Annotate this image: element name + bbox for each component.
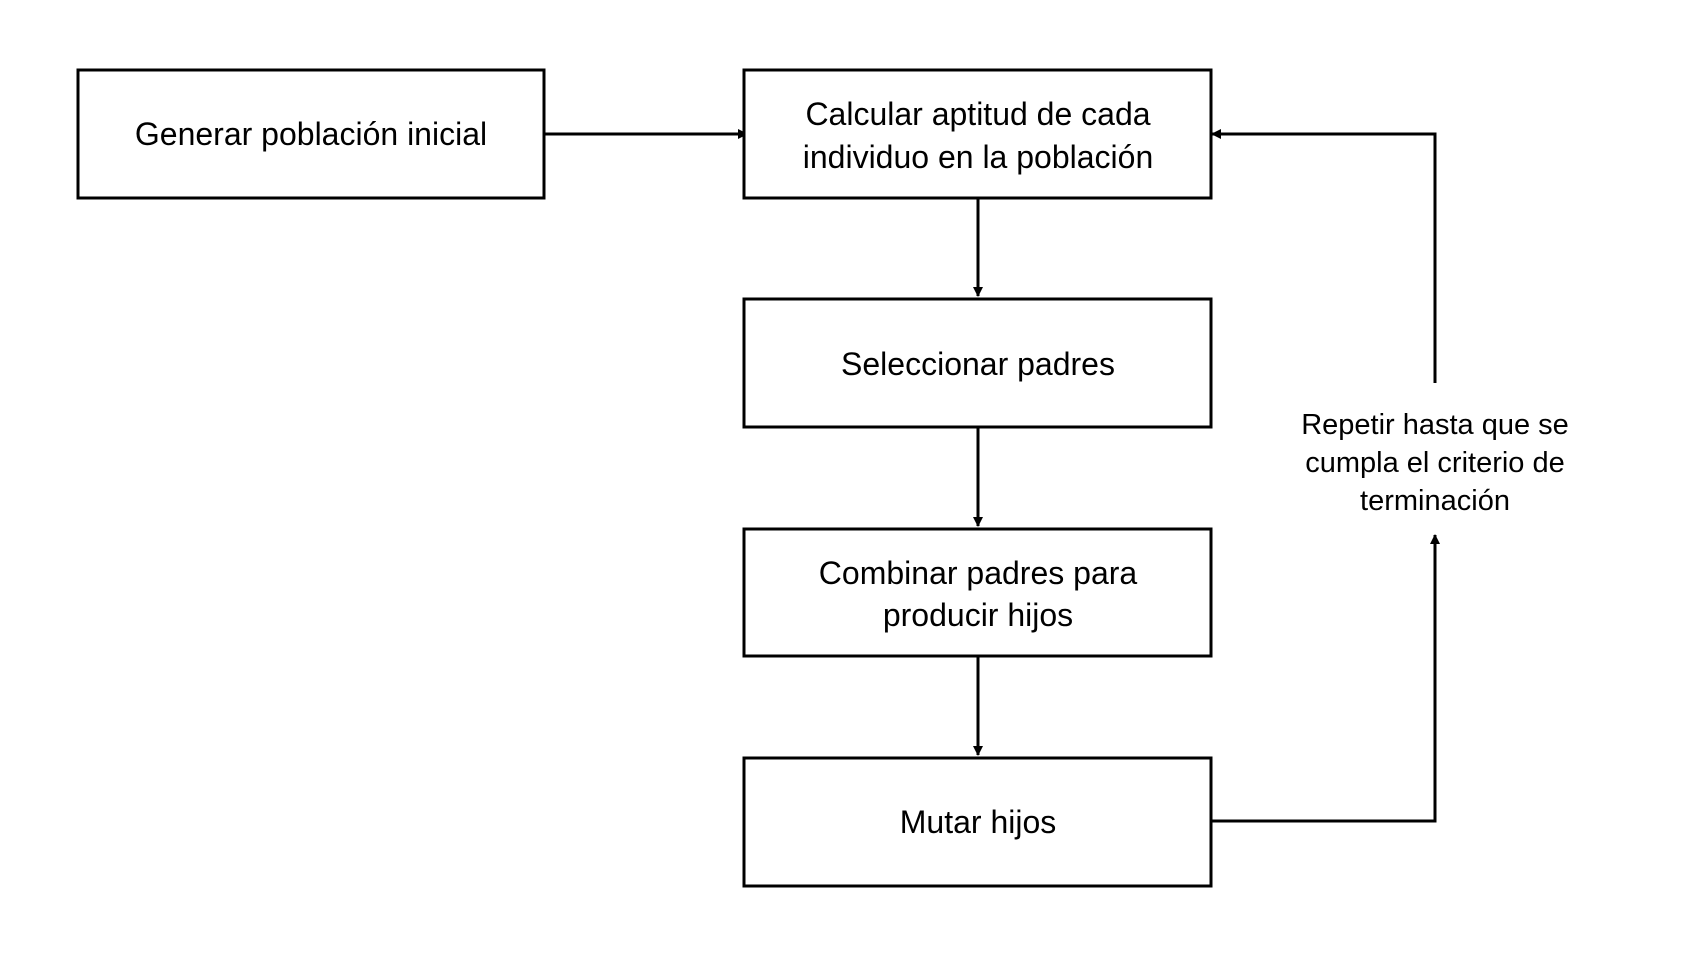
- node-label-line: Mutar hijos: [900, 804, 1057, 840]
- node-label: Combinar padres para: [819, 555, 1138, 591]
- loop-note-line: cumpla el criterio de: [1305, 447, 1565, 479]
- loop-note: Repetir hasta que se cumpla el criterio …: [1301, 409, 1569, 517]
- connectors: [544, 129, 1440, 823]
- node-label: individuo en la población: [803, 139, 1153, 175]
- arrow-loop-note-to-calculate: [1211, 129, 1437, 383]
- node-label-line: Combinar padres para: [819, 555, 1138, 591]
- node-label: Generar población inicial: [135, 116, 487, 152]
- node-label-line: producir hijos: [883, 597, 1073, 633]
- node-label: Mutar hijos: [900, 804, 1057, 840]
- loop-note-line: terminación: [1360, 485, 1510, 517]
- node-label: Calcular aptitud de cada: [805, 96, 1150, 132]
- node-box: [76, 68, 546, 200]
- node-box: [742, 756, 1213, 888]
- node-mutate-children: Mutar hijos: [742, 756, 1213, 888]
- node-label-line: Calcular aptitud de cada: [805, 96, 1150, 132]
- node-calculate-fitness: Calcular aptitud de cada individuo en la…: [742, 68, 1213, 200]
- node-label: producir hijos: [883, 597, 1073, 633]
- node-label-line: individuo en la población: [803, 139, 1153, 175]
- loop-note-text: cumpla el criterio de: [1305, 447, 1565, 479]
- loop-note-text: Repetir hasta que se: [1301, 409, 1569, 441]
- node-label: Seleccionar padres: [841, 346, 1115, 382]
- node-box: [742, 297, 1213, 429]
- node-box: [742, 527, 1213, 658]
- node-generate-population: Generar población inicial: [76, 68, 546, 200]
- node-label-line: Generar población inicial: [135, 116, 487, 152]
- node-combine-parents: Combinar padres para producir hijos: [742, 527, 1213, 658]
- loop-note-text: terminación: [1360, 485, 1510, 517]
- arrow-mutate-to-loop-note: [1211, 534, 1440, 823]
- node-box: [742, 68, 1213, 200]
- loop-note-line: Repetir hasta que se: [1301, 409, 1569, 441]
- node-label-line: Seleccionar padres: [841, 346, 1115, 382]
- node-select-parents: Seleccionar padres: [742, 297, 1213, 429]
